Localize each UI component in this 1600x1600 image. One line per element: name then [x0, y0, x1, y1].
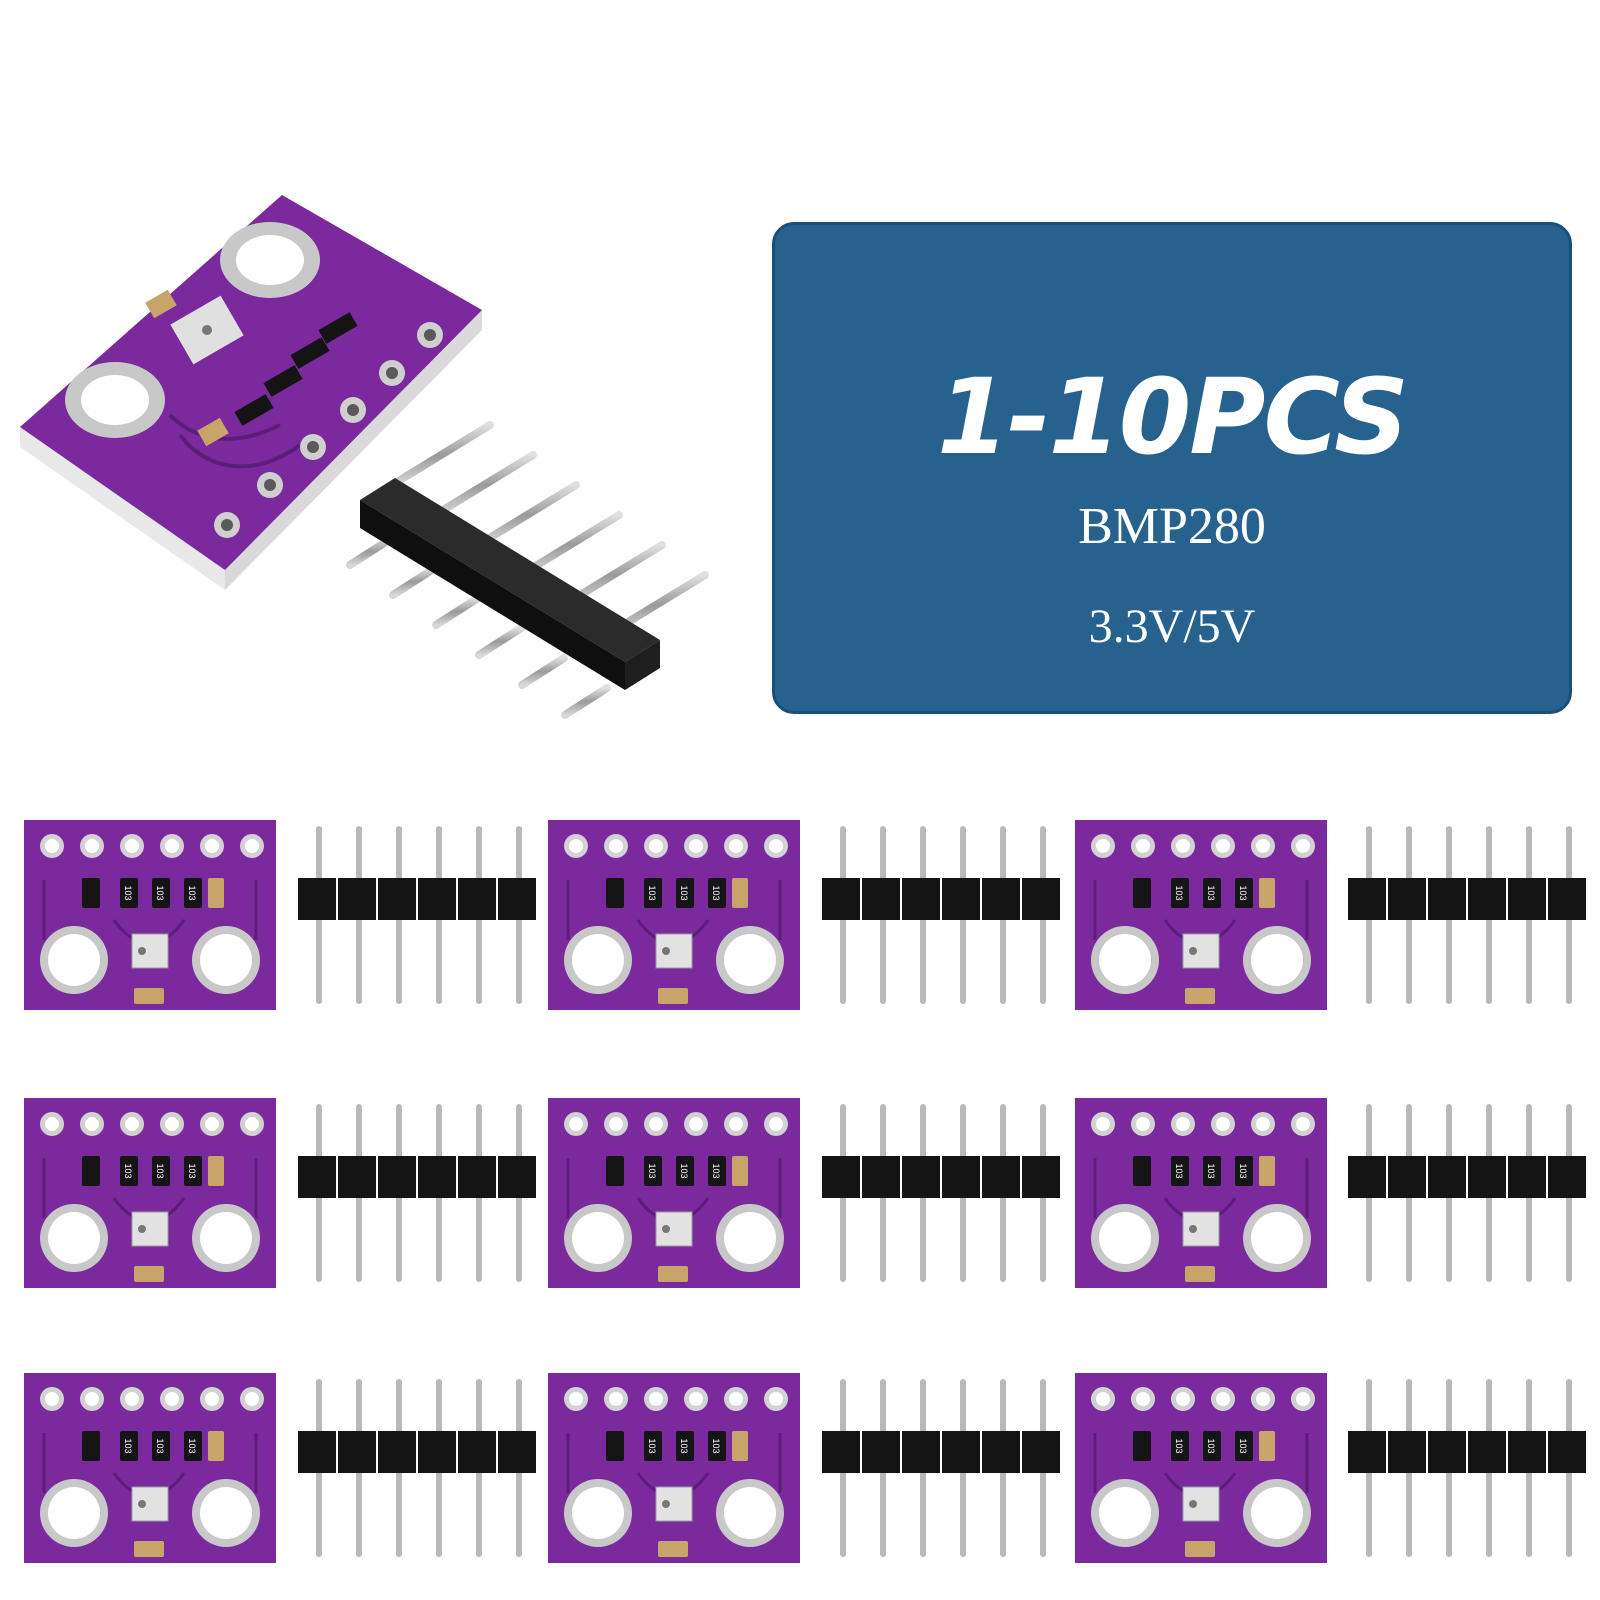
pcb-edge-right [225, 310, 482, 590]
svg-text:103: 103 [187, 885, 197, 900]
svg-text:103: 103 [155, 1163, 165, 1178]
svg-text:103: 103 [1206, 1438, 1216, 1453]
bmp280-module-board: 103 103 103 [1075, 820, 1327, 1010]
svg-text:103: 103 [711, 1438, 721, 1453]
info-panel: 1-10PCS BMP280 3.3V/5V [772, 222, 1572, 714]
svg-text:103: 103 [187, 1438, 197, 1453]
svg-text:103: 103 [1238, 1438, 1248, 1453]
pcb-edge [20, 427, 225, 590]
bmp280-module-board: 103 103 103 [1075, 1098, 1327, 1288]
pin-header-strip [298, 1104, 536, 1282]
svg-text:103: 103 [1174, 1438, 1184, 1453]
svg-text:103: 103 [711, 885, 721, 900]
bmp280-module-board: 103 103 103 [548, 820, 800, 1010]
svg-text:103: 103 [679, 1163, 689, 1178]
bmp280-module-board: 103 103 103 [548, 1098, 800, 1288]
capacitor [197, 417, 229, 447]
svg-text:103: 103 [1174, 1163, 1184, 1178]
svg-text:103: 103 [1174, 885, 1184, 900]
svg-text:103: 103 [123, 885, 133, 900]
model-label: BMP280 [1078, 498, 1266, 555]
svg-text:103: 103 [155, 1438, 165, 1453]
svg-text:103: 103 [1238, 1163, 1248, 1178]
pin-header-strip [1348, 1379, 1586, 1557]
bmp280-module-board: 103 103 103 [24, 1098, 276, 1288]
pin-header-strip [822, 826, 1060, 1004]
capacitor [145, 289, 177, 319]
svg-text:103: 103 [155, 885, 165, 900]
pcb-traces [168, 413, 302, 469]
svg-text:103: 103 [1238, 885, 1248, 900]
bmp280-module-board: 103 103 103 [24, 1373, 276, 1563]
svg-text:103: 103 [123, 1163, 133, 1178]
pin-header-strip [822, 1379, 1060, 1557]
bmp280-module-board: 103 103 103 [548, 1373, 800, 1563]
resistors [234, 312, 358, 426]
pcb-top [20, 195, 482, 570]
svg-text:103: 103 [123, 1438, 133, 1453]
svg-text:103: 103 [679, 885, 689, 900]
bmp280-module-board: 103 103 103 [24, 820, 276, 1010]
quantity-title: 1-10PCS [937, 356, 1409, 478]
pin-header [346, 421, 709, 719]
hero-board-photo [20, 195, 709, 719]
svg-text:103: 103 [1206, 1163, 1216, 1178]
bmp280-module-board: 103 103 103 [1075, 1373, 1327, 1563]
pin-header-strip [1348, 1104, 1586, 1282]
voltage-label: 3.3V/5V [1088, 600, 1256, 653]
svg-text:103: 103 [647, 885, 657, 900]
pin-header-strip [822, 1104, 1060, 1282]
svg-text:103: 103 [679, 1438, 689, 1453]
pin-header-strip [298, 826, 536, 1004]
svg-text:103: 103 [187, 1163, 197, 1178]
svg-text:103: 103 [647, 1163, 657, 1178]
pin-header-strip [298, 1379, 536, 1557]
pin-header-strip [1348, 826, 1586, 1004]
solder-pads [214, 322, 443, 538]
svg-text:103: 103 [1206, 885, 1216, 900]
svg-text:103: 103 [711, 1163, 721, 1178]
svg-text:103: 103 [647, 1438, 657, 1453]
